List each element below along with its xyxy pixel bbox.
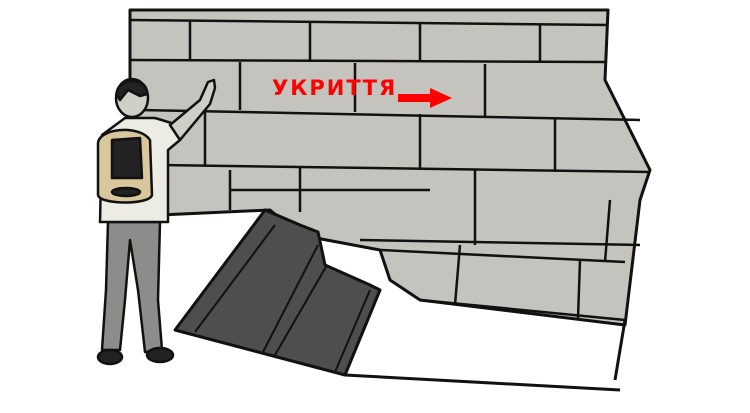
person <box>96 77 217 366</box>
pants <box>100 220 164 354</box>
shelter-sign: УКРИТТЯ <box>272 76 398 100</box>
sign-arrow-icon <box>398 88 452 108</box>
raised-arm <box>168 78 217 142</box>
shelter-ramp <box>173 208 382 377</box>
brick-lines <box>129 18 651 322</box>
